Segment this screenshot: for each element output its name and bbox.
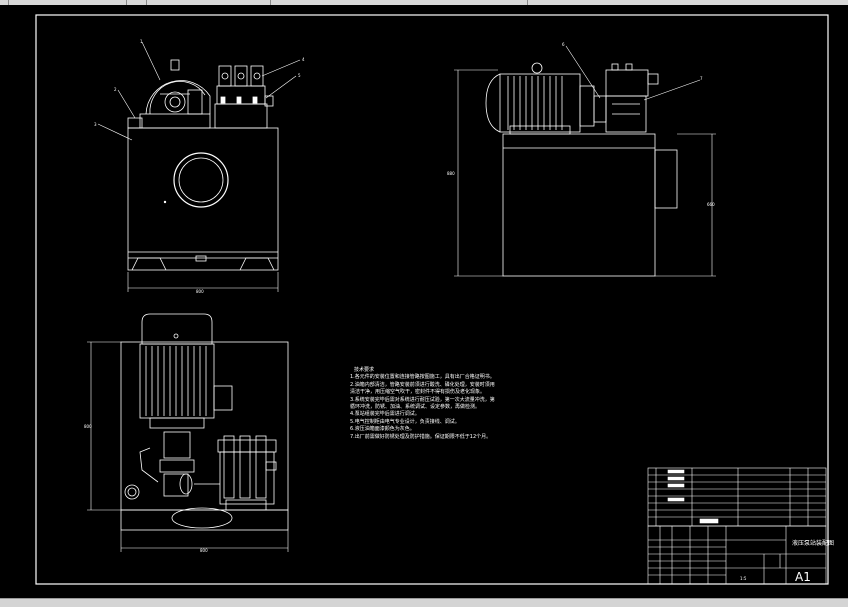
title-block (647, 525, 827, 585)
top-width-dim: 800 (200, 548, 208, 553)
sheet-size: A1 (795, 570, 811, 584)
callout-7: 7 (700, 76, 703, 81)
drawing-border (35, 14, 829, 585)
notes-title: 技术要求 (354, 367, 375, 373)
side-view (454, 45, 716, 277)
notes-line: 4.泵站组装完毕后需进行调试。 (350, 411, 420, 418)
side-right-dim: 660 (707, 202, 715, 207)
notes-line: 7.出厂前需做好防锈处理及防护措施。保证期限不低于12个月。 (350, 433, 492, 440)
notes-line: 6.液压油箱面漆颜色为灰色。 (350, 426, 415, 433)
callout-1: 1 (140, 39, 143, 44)
notes-line: 循环冲洗，防锈、加油、系统调试、设定参数，再做检测。 (350, 404, 481, 411)
front-view (97, 41, 301, 292)
callout-3: 3 (94, 122, 97, 127)
side-height-dim: 880 (447, 171, 455, 176)
top-view (87, 313, 289, 552)
notes-line: 2.油箱内部清洁，管路安装前须进行酸洗、磷化处理，安装时须用 (350, 381, 495, 388)
callout-2: 2 (114, 87, 117, 92)
notes-line: 3.系统安装完毕后需对系统进行耐压试验，第一次大流量冲洗，第 (350, 396, 495, 403)
callout-5: 5 (298, 73, 301, 78)
front-width-dim: 800 (196, 289, 204, 294)
callout-4: 4 (302, 57, 305, 62)
cad-drawing: 800 1 2 3 4 5 880 (35, 14, 834, 585)
status-strip (0, 598, 848, 607)
notes-line: 1.各元件的安装位置和连接管路按图施工，具有出厂合格证明书。 (350, 374, 495, 381)
drawing-name-cell: 液压泵站装配图 (792, 539, 834, 547)
notes-line: 清洁干净，用压缩空气吹干，密封件不得有损伤及老化现象。 (350, 389, 486, 396)
notes-line: 5.电气控制柜由电气专业设计，负责接线、调试。 (350, 418, 460, 425)
scale-cell: 1:5 (740, 576, 747, 581)
top-depth-dim: 800 (84, 424, 92, 429)
parts-list (647, 467, 827, 527)
drawing-canvas[interactable]: 800 1 2 3 4 5 880 (0, 5, 848, 598)
technical-notes: 技术要求 1.各元件的安装位置和连接管路按图施工，具有出厂合格证明书。 2.油箱… (350, 367, 570, 441)
callout-6: 6 (562, 42, 565, 47)
